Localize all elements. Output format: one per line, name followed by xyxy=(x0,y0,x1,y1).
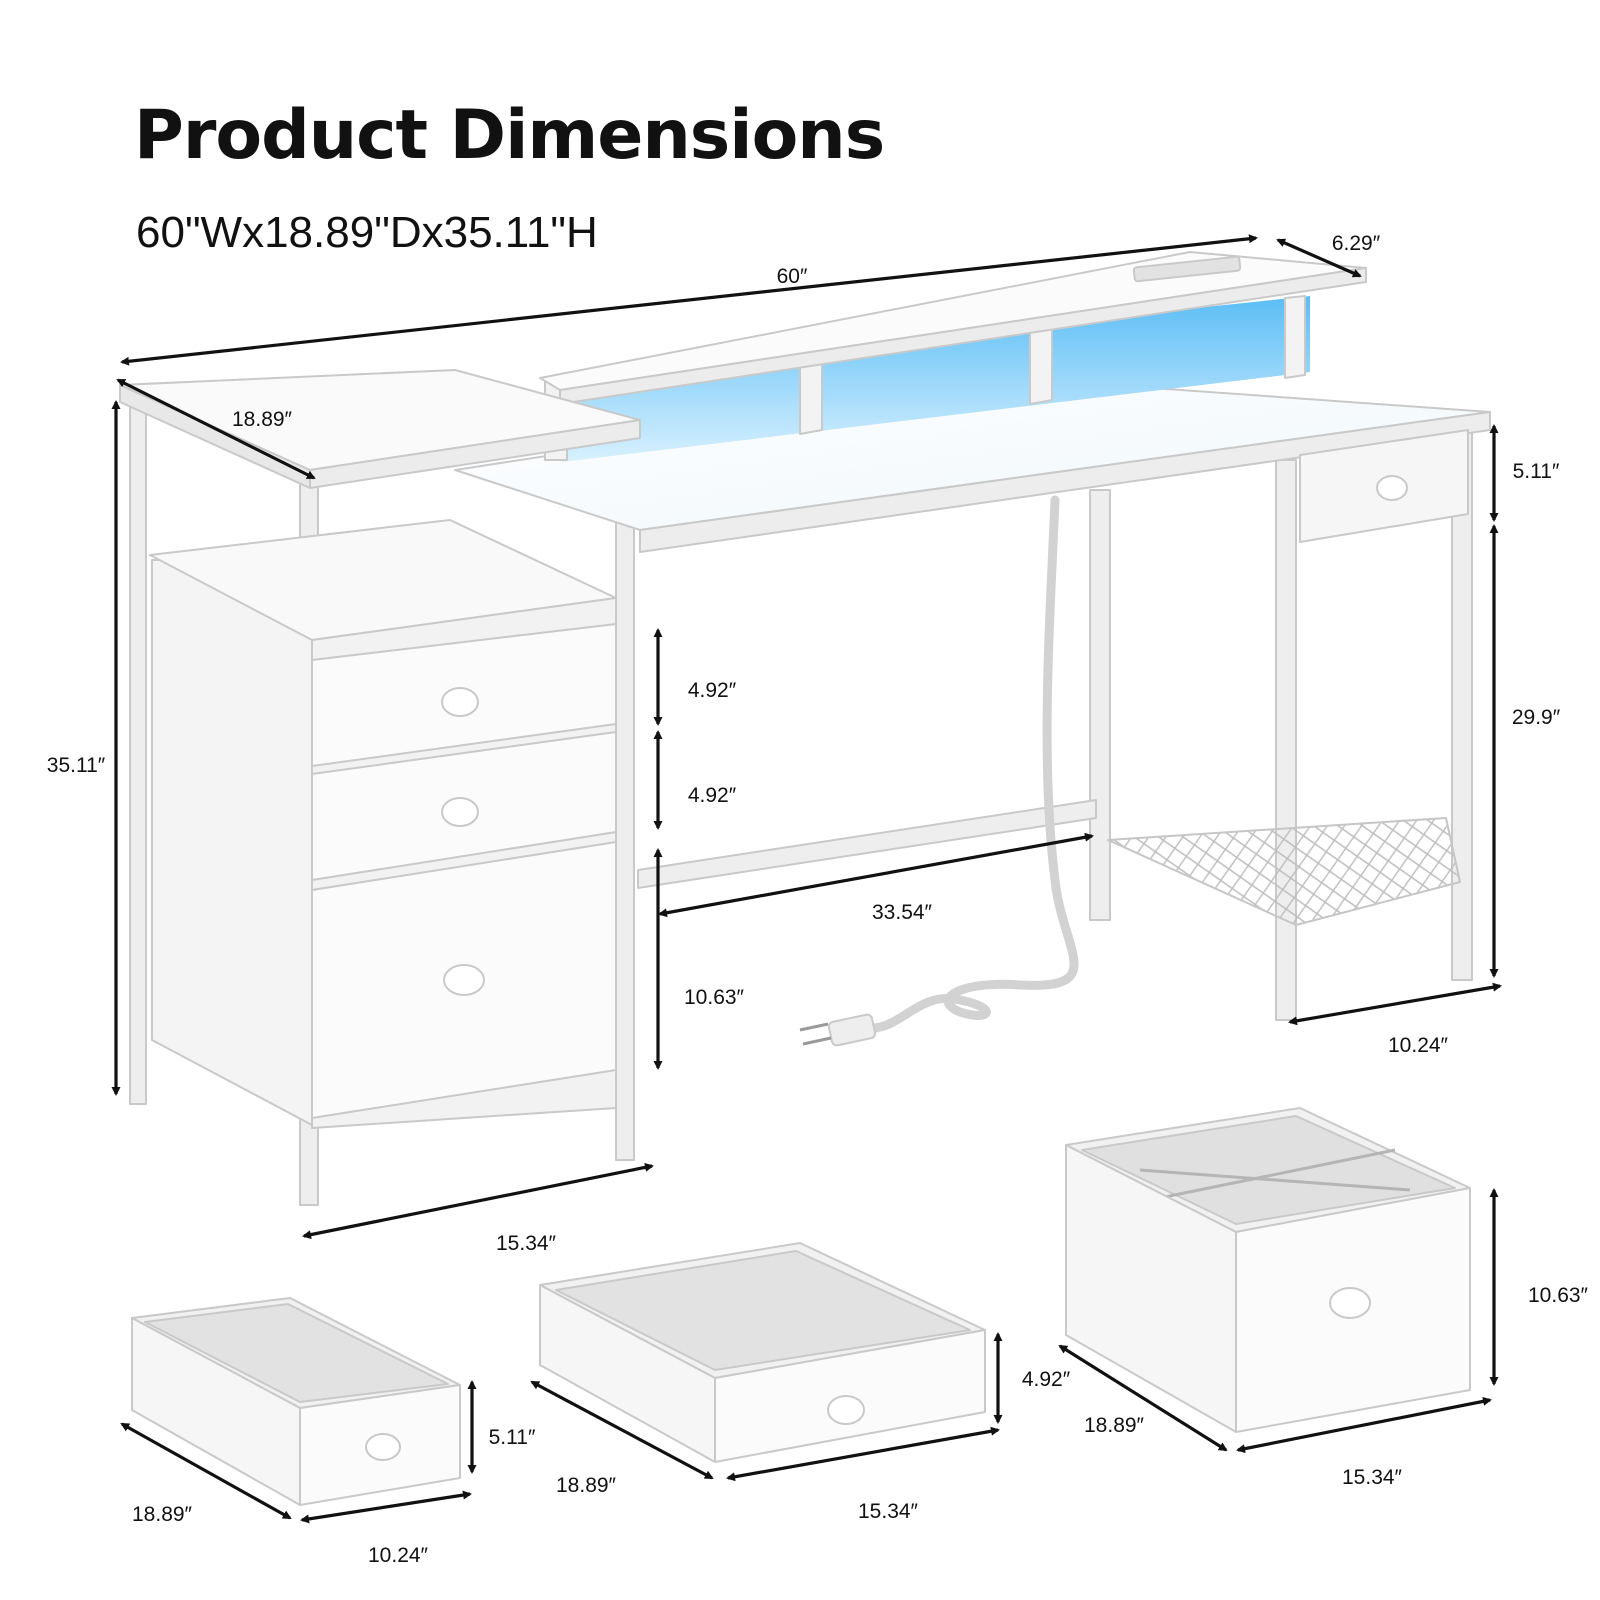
arrow-cabinet-width xyxy=(302,1162,654,1240)
dimension-arrows xyxy=(111,234,1502,1524)
plug-prongs xyxy=(799,1022,832,1046)
arrow-file-drawer-width xyxy=(1236,1396,1492,1454)
arrow-leg-span xyxy=(658,832,1094,918)
label-small-drawer-depth: 18.89″ xyxy=(132,1503,193,1526)
label-file-drawer-depth: 18.89″ xyxy=(1084,1414,1145,1437)
medium-drawer xyxy=(539,1242,986,1463)
label-file-drawer-height: 10.63″ xyxy=(684,986,745,1009)
label-medium-drawer-width: 15.34″ xyxy=(858,1500,919,1523)
power-cord xyxy=(865,495,1079,1033)
label-medium-drawer-depth: 18.89″ xyxy=(556,1474,617,1497)
label-desk-width: 60″ xyxy=(777,265,808,288)
file-drawer-handle xyxy=(443,964,485,996)
label-small-drawer-height: 5.11″ xyxy=(1513,460,1560,483)
arrow-file-drawer-depth xyxy=(1058,1344,1228,1452)
arrow-medium-drawer-depth xyxy=(530,1380,714,1480)
small-drawer-handle xyxy=(1376,475,1408,501)
desk xyxy=(119,251,1491,1206)
cabinet-right-leg xyxy=(615,424,635,1161)
drawer-2-handle xyxy=(441,797,479,827)
label-medium-drawer-height: 4.92″ xyxy=(1022,1368,1071,1391)
label-right-unit-width: 10.24″ xyxy=(1388,1034,1449,1057)
right-front-leg xyxy=(1275,459,1297,1021)
page-title: Product Dimensions xyxy=(134,96,885,175)
label-drawer1-height: 4.92″ xyxy=(688,679,737,702)
arrow-right-unit-width xyxy=(1288,982,1502,1026)
leg-stretcher xyxy=(637,799,1097,889)
label-file-drawer-width: 15.34″ xyxy=(1342,1466,1403,1489)
arrow-desk-width xyxy=(120,234,1258,366)
label-leg-span: 33.54″ xyxy=(872,901,933,924)
label-total-height: 35.11″ xyxy=(47,754,106,777)
hutch-right-leg xyxy=(1284,295,1306,379)
file-drawer xyxy=(1065,1107,1471,1433)
arrow-small-drawer-depth xyxy=(120,1422,292,1520)
arrow-medium-drawer-width xyxy=(726,1426,1000,1482)
label-small-drawer-height-detached: 5.11″ xyxy=(489,1426,536,1449)
label-cabinet-width: 15.34″ xyxy=(496,1232,557,1255)
mesh-shelf xyxy=(1107,817,1461,926)
label-desk-leg-height: 29.9″ xyxy=(1512,706,1561,729)
cabinet-side xyxy=(151,559,313,1126)
label-file-drawer-height-detached: 10.63″ xyxy=(1528,1284,1589,1307)
plug xyxy=(827,1013,877,1047)
desk-mid-leg xyxy=(1089,489,1111,921)
label-hutch-depth: 6.29″ xyxy=(1332,232,1381,255)
arrow-desk-depth xyxy=(116,378,316,480)
drawer-1-handle xyxy=(441,687,479,717)
left-back-leg xyxy=(129,403,147,1105)
arrow-small-drawer-width xyxy=(300,1490,472,1524)
label-small-drawer-width: 10.24″ xyxy=(368,1544,429,1567)
label-desk-depth: 18.89″ xyxy=(232,408,293,431)
arrow-hutch-depth xyxy=(1276,238,1362,278)
small-drawer xyxy=(131,1297,461,1506)
hutch-divider-2 xyxy=(1029,323,1053,405)
label-drawer2-height: 4.92″ xyxy=(688,784,737,807)
